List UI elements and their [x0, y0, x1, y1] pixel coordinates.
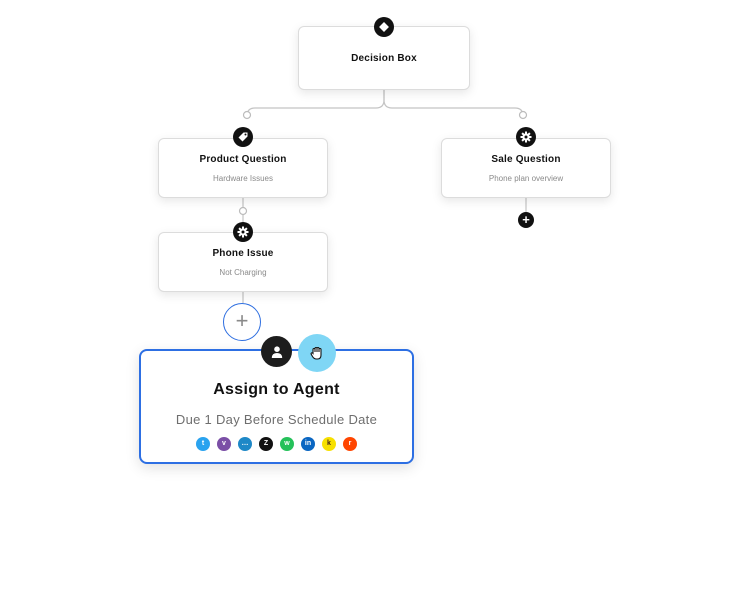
user-icon	[261, 336, 292, 367]
sms-icon: …	[238, 437, 252, 451]
phone-issue-subtitle: Not Charging	[219, 267, 267, 277]
phone-issue-node[interactable]: Phone Issue Not Charging	[158, 232, 328, 292]
diamond-icon	[374, 17, 394, 37]
kakaotalk-icon: k	[322, 437, 336, 451]
viber-icon: v	[217, 437, 231, 451]
assign-to-agent-title: Assign to Agent	[213, 381, 340, 398]
tag-icon	[233, 127, 253, 147]
product-question-node[interactable]: Product Question Hardware Issues	[158, 138, 328, 198]
sale-question-title: Sale Question	[491, 153, 561, 165]
decision-box-title: Decision Box	[351, 52, 417, 64]
sale-question-node[interactable]: Sale Question Phone plan overview	[441, 138, 611, 198]
add-step-button[interactable]: +	[518, 212, 534, 228]
sale-question-subtitle: Phone plan overview	[488, 173, 564, 183]
phone-issue-title: Phone Issue	[212, 247, 274, 259]
assign-to-agent-subtitle: Due 1 Day Before Schedule Date	[175, 412, 378, 427]
product-question-title: Product Question	[199, 153, 287, 165]
product-question-subtitle: Hardware Issues	[212, 173, 274, 183]
linkedin-icon: in	[301, 437, 315, 451]
reddit-icon: r	[343, 437, 357, 451]
gear-icon	[233, 222, 253, 242]
gear-icon	[516, 127, 536, 147]
assign-to-agent-card[interactable]: Assign to Agent Due 1 Day Before Schedul…	[139, 349, 414, 464]
zendesk-icon: Z	[259, 437, 273, 451]
add-step-button[interactable]: +	[223, 303, 261, 341]
hand-grab-icon[interactable]	[298, 334, 336, 372]
whatsapp-icon: w	[280, 437, 294, 451]
twitter-icon: t	[196, 437, 210, 451]
